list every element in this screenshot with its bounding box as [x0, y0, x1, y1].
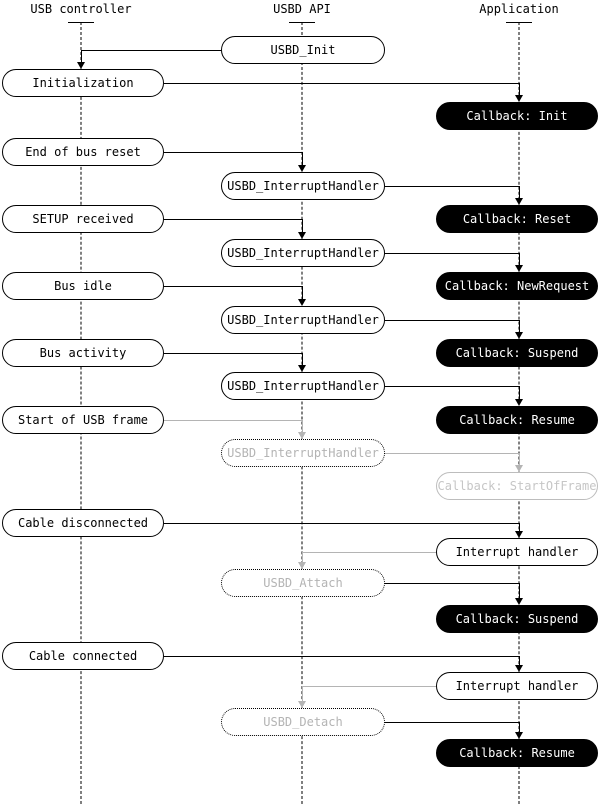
edge-arrowhead-irq-handler-1-to-usbd-attach	[298, 562, 306, 569]
node-end-bus-reset[interactable]: End of bus reset	[2, 138, 164, 166]
node-usbd-detach[interactable]: USBD_Detach	[221, 708, 385, 736]
node-cb-newrequest[interactable]: Callback: NewRequest	[436, 272, 598, 300]
edge-vertical-end-bus-reset-to-irq-1	[302, 152, 303, 165]
node-start-usb-frame[interactable]: Start of USB frame	[2, 406, 164, 434]
edge-arrowhead-bus-activity-to-irq-4	[298, 365, 306, 372]
lifeline-usbd-api	[301, 22, 303, 804]
edge-horizontal-irq-handler-1-to-usbd-attach	[302, 552, 436, 553]
edge-vertical-usbd-attach-to-cb-suspend-2	[519, 583, 520, 598]
edge-horizontal-end-bus-reset-to-irq-1	[164, 152, 302, 153]
edge-horizontal-bus-idle-to-irq-3	[164, 286, 302, 287]
edge-arrowhead-end-bus-reset-to-irq-1	[298, 165, 306, 172]
edge-vertical-irq-4-to-cb-resume-1	[519, 386, 520, 399]
edge-horizontal-initialization-to-cb-init	[164, 83, 519, 84]
edge-horizontal-bus-activity-to-irq-4	[164, 353, 302, 354]
edge-arrowhead-cable-connected-to-irq-handler-2	[515, 665, 523, 672]
edge-arrowhead-usbd-detach-to-cb-resume-2	[515, 732, 523, 739]
edge-arrowhead-setup-received-to-irq-2	[298, 232, 306, 239]
edge-vertical-usbd-init-to-initialization	[81, 50, 82, 62]
edge-vertical-bus-idle-to-irq-3	[302, 286, 303, 299]
edge-horizontal-cable-connected-to-irq-handler-2	[164, 656, 519, 657]
edge-arrowhead-irq-handler-2-to-usbd-detach	[298, 701, 306, 708]
edge-vertical-usbd-detach-to-cb-resume-2	[519, 722, 520, 732]
node-irq-2[interactable]: USBD_InterruptHandler	[221, 239, 385, 267]
node-cb-resume-1[interactable]: Callback: Resume	[436, 406, 598, 434]
edge-vertical-initialization-to-cb-init	[519, 83, 520, 95]
node-cb-suspend-1[interactable]: Callback: Suspend	[436, 339, 598, 367]
node-irq-handler-2[interactable]: Interrupt handler	[436, 672, 598, 700]
node-setup-received[interactable]: SETUP received	[2, 205, 164, 233]
edge-arrowhead-irq-5-to-cb-startofframe	[515, 465, 523, 472]
edge-arrowhead-cable-disconnect-to-irq-handler-1	[515, 531, 523, 538]
edge-vertical-irq-5-to-cb-startofframe	[519, 453, 520, 465]
node-irq-handler-1[interactable]: Interrupt handler	[436, 538, 598, 566]
edge-horizontal-irq-1-to-cb-reset	[385, 186, 519, 187]
node-cb-suspend-2[interactable]: Callback: Suspend	[436, 605, 598, 633]
edge-arrowhead-start-usb-frame-to-irq-5	[298, 432, 306, 439]
edge-horizontal-cable-disconnect-to-irq-handler-1	[164, 523, 519, 524]
edge-vertical-irq-handler-2-to-usbd-detach	[302, 686, 303, 701]
edge-vertical-cable-disconnect-to-irq-handler-1	[519, 523, 520, 531]
edge-arrowhead-irq-1-to-cb-reset	[515, 198, 523, 205]
node-cable-disconnect[interactable]: Cable disconnected	[2, 509, 164, 537]
edge-vertical-start-usb-frame-to-irq-5	[302, 420, 303, 432]
node-cb-reset[interactable]: Callback: Reset	[436, 205, 598, 233]
edge-arrowhead-bus-idle-to-irq-3	[298, 299, 306, 306]
edge-horizontal-start-usb-frame-to-irq-5	[164, 420, 302, 421]
node-usbd-init[interactable]: USBD_Init	[221, 36, 385, 64]
node-cb-init[interactable]: Callback: Init	[436, 102, 598, 130]
node-irq-5[interactable]: USBD_InterruptHandler	[221, 439, 385, 467]
edge-horizontal-usbd-attach-to-cb-suspend-2	[385, 583, 519, 584]
node-cable-connected[interactable]: Cable connected	[2, 642, 164, 670]
column-title-application: Application	[479, 2, 559, 16]
edge-vertical-cable-connected-to-irq-handler-2	[519, 656, 520, 665]
node-irq-1[interactable]: USBD_InterruptHandler	[221, 172, 385, 200]
edge-vertical-bus-activity-to-irq-4	[302, 353, 303, 365]
edge-vertical-setup-received-to-irq-2	[302, 219, 303, 232]
edge-arrowhead-irq-2-to-cb-newrequest	[515, 265, 523, 272]
edge-vertical-irq-handler-1-to-usbd-attach	[302, 552, 303, 562]
edge-arrowhead-irq-4-to-cb-resume-1	[515, 399, 523, 406]
node-irq-4[interactable]: USBD_InterruptHandler	[221, 372, 385, 400]
edge-vertical-irq-2-to-cb-newrequest	[519, 253, 520, 265]
edge-arrowhead-usbd-init-to-initialization	[77, 62, 85, 69]
node-cb-startofframe[interactable]: Callback: StartOfFrame	[436, 472, 598, 500]
column-title-usb-controller: USB controller	[30, 2, 132, 16]
node-usbd-attach[interactable]: USBD_Attach	[221, 569, 385, 597]
edge-horizontal-irq-4-to-cb-resume-1	[385, 386, 519, 387]
edge-horizontal-irq-handler-2-to-usbd-detach	[302, 686, 436, 687]
edge-horizontal-usbd-init-to-initialization	[81, 50, 221, 51]
node-bus-idle[interactable]: Bus idle	[2, 272, 164, 300]
edge-arrowhead-usbd-attach-to-cb-suspend-2	[515, 598, 523, 605]
edge-horizontal-irq-3-to-cb-suspend-1	[385, 320, 519, 321]
node-bus-activity[interactable]: Bus activity	[2, 339, 164, 367]
edge-horizontal-usbd-detach-to-cb-resume-2	[385, 722, 519, 723]
edge-horizontal-irq-2-to-cb-newrequest	[385, 253, 519, 254]
node-cb-resume-2[interactable]: Callback: Resume	[436, 739, 598, 767]
edge-vertical-irq-3-to-cb-suspend-1	[519, 320, 520, 332]
edge-arrowhead-initialization-to-cb-init	[515, 95, 523, 102]
edge-horizontal-setup-received-to-irq-2	[164, 219, 302, 220]
edge-horizontal-irq-5-to-cb-startofframe	[385, 453, 519, 454]
node-initialization[interactable]: Initialization	[2, 69, 164, 97]
edge-arrowhead-irq-3-to-cb-suspend-1	[515, 332, 523, 339]
edge-vertical-irq-1-to-cb-reset	[519, 186, 520, 198]
node-irq-3[interactable]: USBD_InterruptHandler	[221, 306, 385, 334]
column-title-usbd-api: USBD API	[273, 2, 331, 16]
